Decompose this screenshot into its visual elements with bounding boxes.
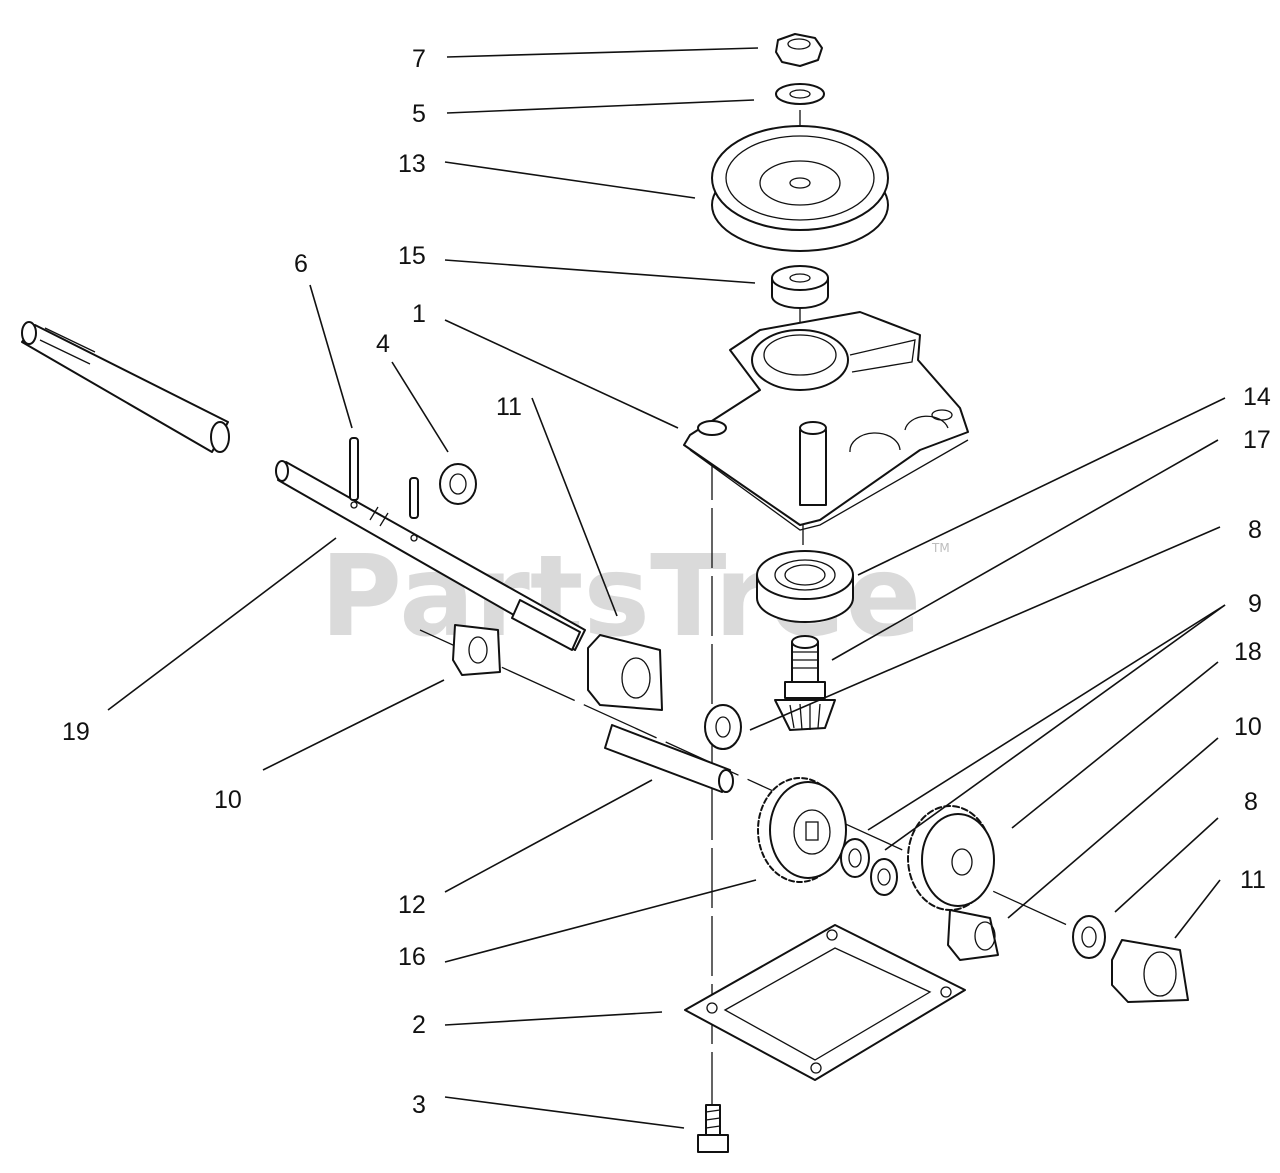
callout-3: 3 [412, 1091, 426, 1119]
part-key-shaft[interactable] [604, 724, 734, 793]
callout-11-left: 11 [496, 393, 522, 421]
watermark-trademark: TM [931, 541, 950, 555]
callout-19: 19 [62, 718, 90, 746]
callout-15: 15 [398, 242, 426, 270]
part-bearing-block-right[interactable] [947, 909, 999, 961]
callouts: 7 5 13 15 1 6 4 11 14 17 8 9 19 18 10 10… [62, 45, 1271, 1119]
part-nut[interactable] [775, 33, 823, 67]
callout-18: 18 [1234, 638, 1262, 666]
part-pinion-shaft[interactable] [784, 635, 826, 699]
callout-13: 13 [398, 150, 426, 178]
part-bearing[interactable] [756, 550, 854, 623]
part-pins[interactable] [349, 437, 419, 542]
callout-10-left: 10 [214, 786, 242, 814]
part-washer-8[interactable] [1072, 915, 1106, 959]
callout-8-upper: 8 [1248, 516, 1262, 544]
callout-16: 16 [398, 943, 426, 971]
callout-12: 12 [398, 891, 426, 919]
part-housing-cover[interactable] [683, 311, 969, 531]
part-screw[interactable] [697, 1104, 729, 1153]
part-bearing-block-left[interactable] [452, 624, 501, 676]
part-bushing-right[interactable] [1111, 939, 1189, 1003]
part-spur-gear[interactable] [907, 805, 995, 911]
part-pulley[interactable] [711, 125, 889, 252]
callout-4: 4 [376, 330, 390, 358]
part-clip[interactable] [439, 463, 477, 505]
part-axle[interactable] [275, 460, 586, 651]
part-spacer[interactable] [771, 265, 829, 309]
callout-7: 7 [412, 45, 426, 73]
part-gasket[interactable] [684, 924, 966, 1081]
callout-11-right: 11 [1240, 866, 1266, 894]
callout-8-lower: 8 [1244, 788, 1258, 816]
part-washer-9[interactable] [704, 704, 742, 750]
callout-6: 6 [294, 250, 308, 278]
callout-14: 14 [1243, 383, 1271, 411]
part-washer-top[interactable] [775, 83, 825, 105]
callout-2: 2 [412, 1011, 426, 1039]
callout-17: 17 [1243, 426, 1271, 454]
callout-1: 1 [412, 300, 426, 328]
callout-5: 5 [412, 100, 426, 128]
part-drive-shaft[interactable] [21, 321, 230, 453]
callout-10-right: 10 [1234, 713, 1262, 741]
part-bushing-left[interactable] [587, 634, 663, 711]
leader-lines [107, 47, 1226, 1129]
callout-9: 9 [1248, 590, 1262, 618]
part-bevel-gear[interactable] [757, 777, 847, 883]
part-washers-9[interactable] [840, 838, 898, 896]
axis-line-shaft [419, 629, 1101, 941]
part-bevel-pinion[interactable] [774, 699, 836, 731]
